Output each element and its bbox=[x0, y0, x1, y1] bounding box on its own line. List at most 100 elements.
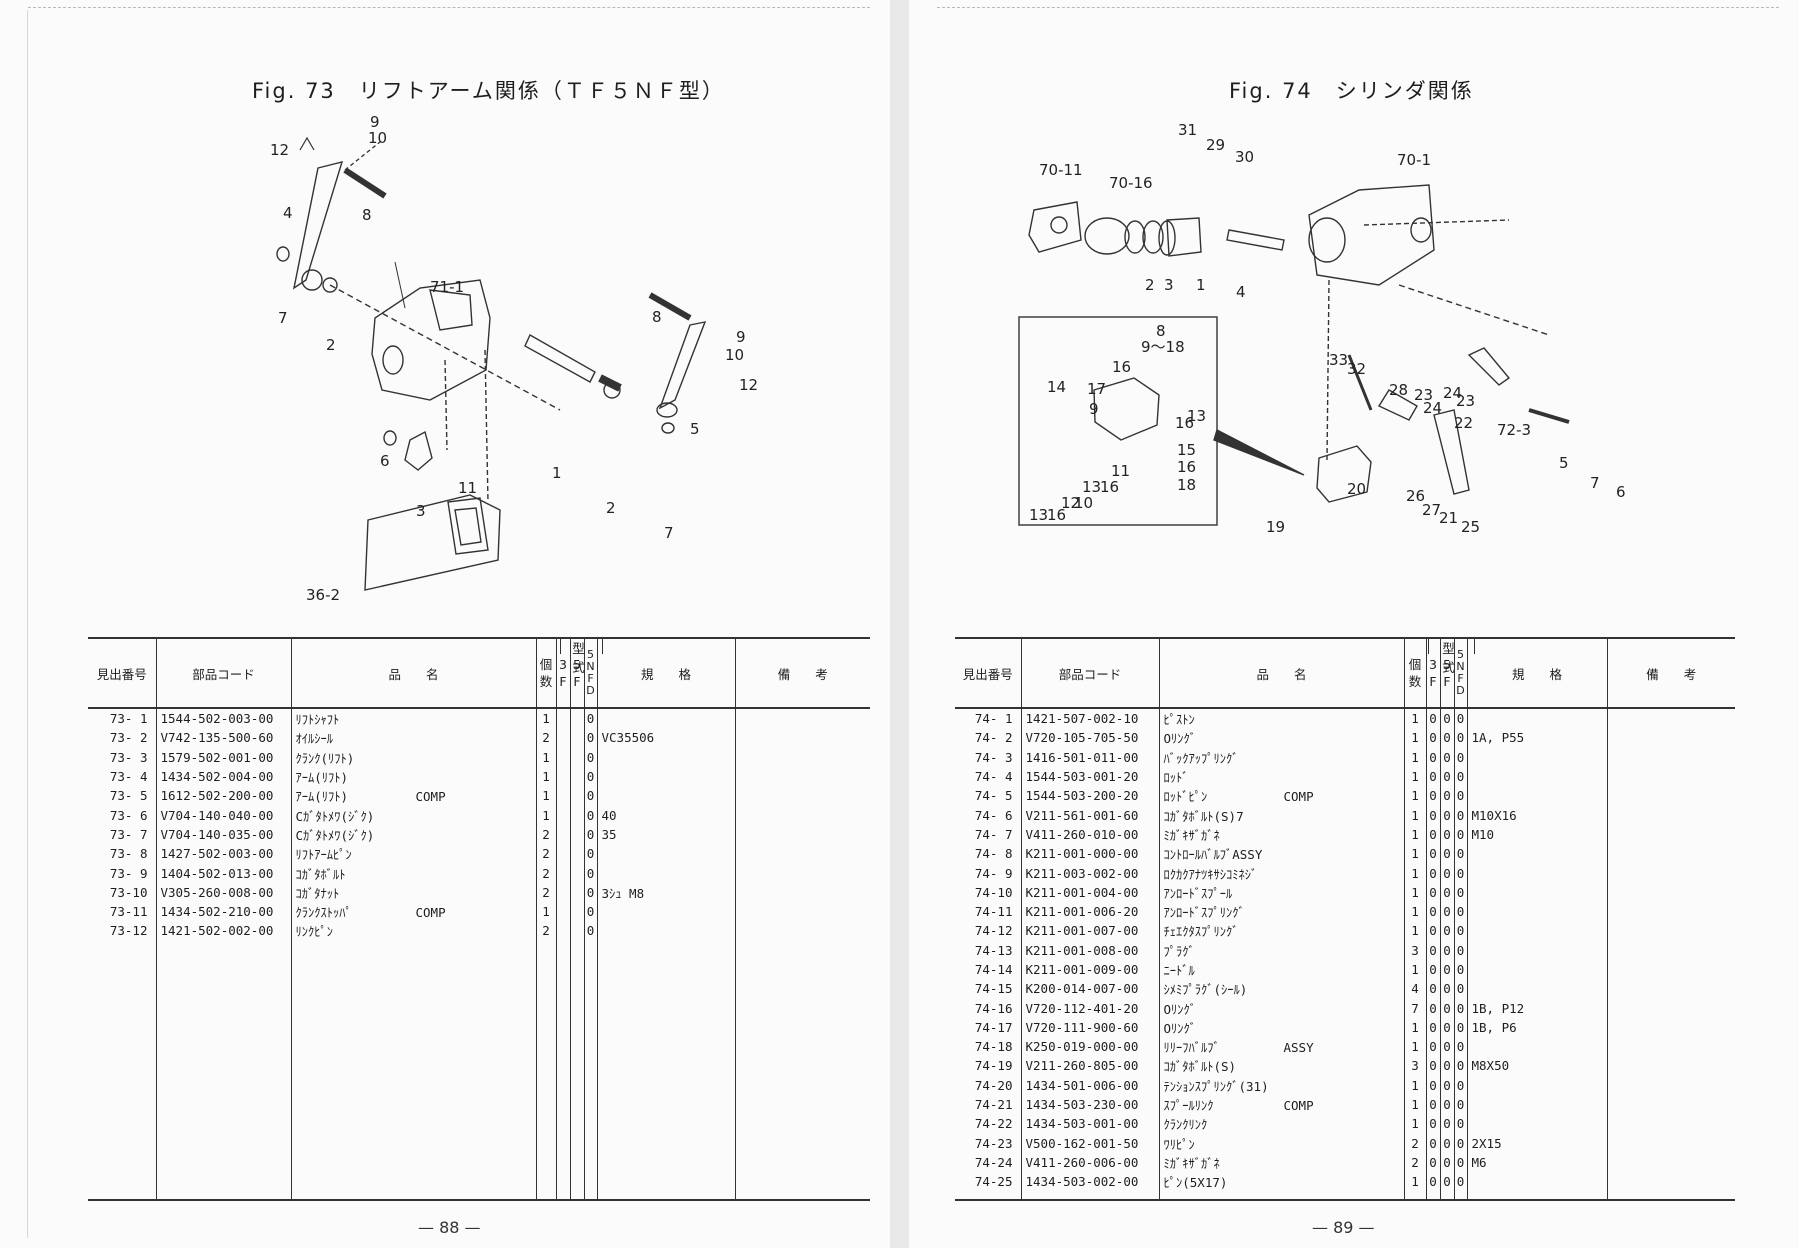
model-5nfd-cell: 0 bbox=[1453, 1037, 1467, 1057]
callout-7: 7 bbox=[278, 309, 288, 327]
part-number-cell: 74-19 bbox=[974, 1058, 1013, 1074]
spec-cell bbox=[1466, 708, 1607, 729]
model-3f-cell: 0 bbox=[1425, 1114, 1440, 1134]
callout-16b: 16 bbox=[1175, 414, 1194, 432]
part-code-cell: V211-260-805-00 bbox=[1020, 1056, 1159, 1076]
part-number-cell: 74-18 bbox=[974, 1039, 1013, 1055]
part-code-cell: 1579-502-001-00 bbox=[155, 747, 291, 767]
model-5f-cell bbox=[569, 728, 584, 748]
remarks-cell bbox=[734, 728, 870, 748]
remarks-cell bbox=[1606, 747, 1735, 767]
model-3f-cell: 0 bbox=[1425, 747, 1440, 767]
table-filler-row bbox=[955, 1191, 1735, 1202]
part-name-cell: ｱｰﾑ(ﾘﾌﾄ) bbox=[290, 766, 536, 787]
part-name-text: ｱｰﾑ(ﾘﾌﾄ) bbox=[295, 770, 349, 786]
model-5f-cell: 0 bbox=[1439, 1114, 1454, 1134]
part-code-cell: V704-140-040-00 bbox=[155, 805, 291, 825]
callout-28: 28 bbox=[1389, 381, 1408, 399]
model-5f-cell bbox=[569, 844, 584, 864]
part-number-cell: 74-25 bbox=[974, 1174, 1013, 1190]
spec-cell bbox=[596, 863, 735, 883]
quantity-cell: 1 bbox=[1403, 1094, 1426, 1115]
col-header-name: 品 名 bbox=[1158, 637, 1404, 709]
callout-15: 15 bbox=[1177, 441, 1196, 459]
quantity-cell: 1 bbox=[1403, 805, 1426, 825]
model-5f-cell: 0 bbox=[1439, 786, 1454, 806]
callout-10: 10 bbox=[1074, 494, 1093, 512]
spec-cell bbox=[1466, 1094, 1607, 1115]
col-header-qty: 個数 bbox=[1403, 637, 1426, 709]
part-number-cell: 73- 7 bbox=[109, 826, 148, 842]
part-name-cell: Cｶﾞﾀﾄﾒﾜ(ｼﾞｸ) bbox=[290, 805, 536, 825]
spec-cell: 3ｼｭ M8 bbox=[596, 882, 735, 902]
callout-32: 32 bbox=[1347, 360, 1366, 378]
part-name-cell: ｸﾗﾝｸ(ﾘﾌﾄ) bbox=[290, 747, 536, 767]
quantity-cell: 7 bbox=[1403, 998, 1426, 1018]
callout-22: 22 bbox=[1454, 414, 1473, 432]
callout-29: 29 bbox=[1206, 136, 1225, 154]
part-number-cell: 74- 8 bbox=[974, 846, 1013, 862]
part-code-cell: K211-001-007-00 bbox=[1020, 921, 1159, 941]
part-code-cell: 1416-501-011-00 bbox=[1020, 747, 1159, 767]
empty-cell bbox=[155, 940, 291, 1202]
part-name-cell: Cｶﾞﾀﾄﾒﾜ(ｼﾞｸ) bbox=[290, 824, 536, 845]
part-code-cell: 1544-502-003-00 bbox=[155, 708, 291, 729]
model-3f-cell: 0 bbox=[1425, 959, 1440, 980]
callout-31: 31 bbox=[1178, 121, 1197, 139]
model-5f-cell: 0 bbox=[1439, 979, 1454, 999]
model-5nfd-cell: 0 bbox=[583, 921, 597, 941]
part-number-cell: 74- 3 bbox=[974, 749, 1013, 765]
model-5nfd-cell: 0 bbox=[583, 901, 597, 922]
remarks-cell bbox=[1606, 708, 1735, 729]
model-3f-cell: 0 bbox=[1425, 708, 1440, 729]
model-5nfd-cell: 0 bbox=[583, 728, 597, 748]
callout-7b: 7 bbox=[664, 524, 674, 542]
model-3f-cell: 0 bbox=[1425, 1075, 1440, 1095]
model-header: 型 式 bbox=[1428, 637, 1475, 675]
spec-cell: M6 bbox=[1466, 1152, 1607, 1173]
callout-1: 1 bbox=[552, 464, 562, 482]
callout-19: 19 bbox=[1266, 518, 1285, 536]
part-code-cell: 1434-503-001-00 bbox=[1020, 1114, 1159, 1134]
model-3f-cell: 0 bbox=[1425, 1152, 1440, 1173]
part-number-cell: 73-10 bbox=[109, 884, 148, 900]
model-3f-cell: 0 bbox=[1425, 979, 1440, 999]
callout-17: 17 bbox=[1087, 380, 1106, 398]
part-name-text: ﾘﾌﾄｱｰﾑﾋﾟﾝ bbox=[295, 847, 352, 863]
quantity-cell: 1 bbox=[1403, 901, 1426, 922]
part-name-text: ｼﾒﾐﾌﾟﾗｸﾞ(ｼｰﾙ) bbox=[1163, 982, 1248, 998]
remarks-cell bbox=[734, 786, 870, 806]
model-5nfd-cell: 0 bbox=[1453, 805, 1467, 825]
part-name-text: Oﾘﾝｸﾞ bbox=[1163, 731, 1197, 747]
part-name-cell: ﾘﾌﾄｼｬﾌﾄ bbox=[290, 708, 536, 729]
callout-11: 11 bbox=[1111, 462, 1130, 480]
part-name-text: Oﾘﾝｸﾞ bbox=[1163, 1001, 1197, 1017]
part-code-cell: K211-001-008-00 bbox=[1020, 940, 1159, 960]
model-5nfd-cell: 0 bbox=[583, 766, 597, 787]
part-name-text: Cｶﾞﾀﾄﾒﾜ(ｼﾞｸ) bbox=[295, 827, 375, 843]
model-5nfd-cell: 0 bbox=[583, 708, 597, 729]
part-name-cell: ﾆｰﾄﾞﾙ bbox=[1158, 959, 1404, 980]
part-number-cell: 74-15 bbox=[974, 981, 1013, 997]
part-name-text: ｱﾝﾛｰﾄﾞｽﾌﾟﾘﾝｸﾞ bbox=[1163, 905, 1245, 921]
remarks-cell bbox=[1606, 959, 1735, 980]
part-name-text: ｺｶﾞﾀﾎﾞﾙﾄ(S) bbox=[1163, 1059, 1237, 1075]
part-number-cell: 74- 1 bbox=[974, 711, 1013, 727]
part-name-text: ﾘﾝｸﾋﾟﾝ bbox=[295, 924, 334, 940]
part-name-cell: ﾋﾟｽﾄﾝ bbox=[1158, 708, 1404, 729]
empty-cell bbox=[1606, 1191, 1735, 1202]
part-name-text: ﾐｶﾞｷｻﾞｶﾞﾈ bbox=[1163, 1155, 1220, 1171]
model-5nfd-cell: 0 bbox=[1453, 1056, 1467, 1076]
callout-8: 8 bbox=[1156, 322, 1166, 340]
